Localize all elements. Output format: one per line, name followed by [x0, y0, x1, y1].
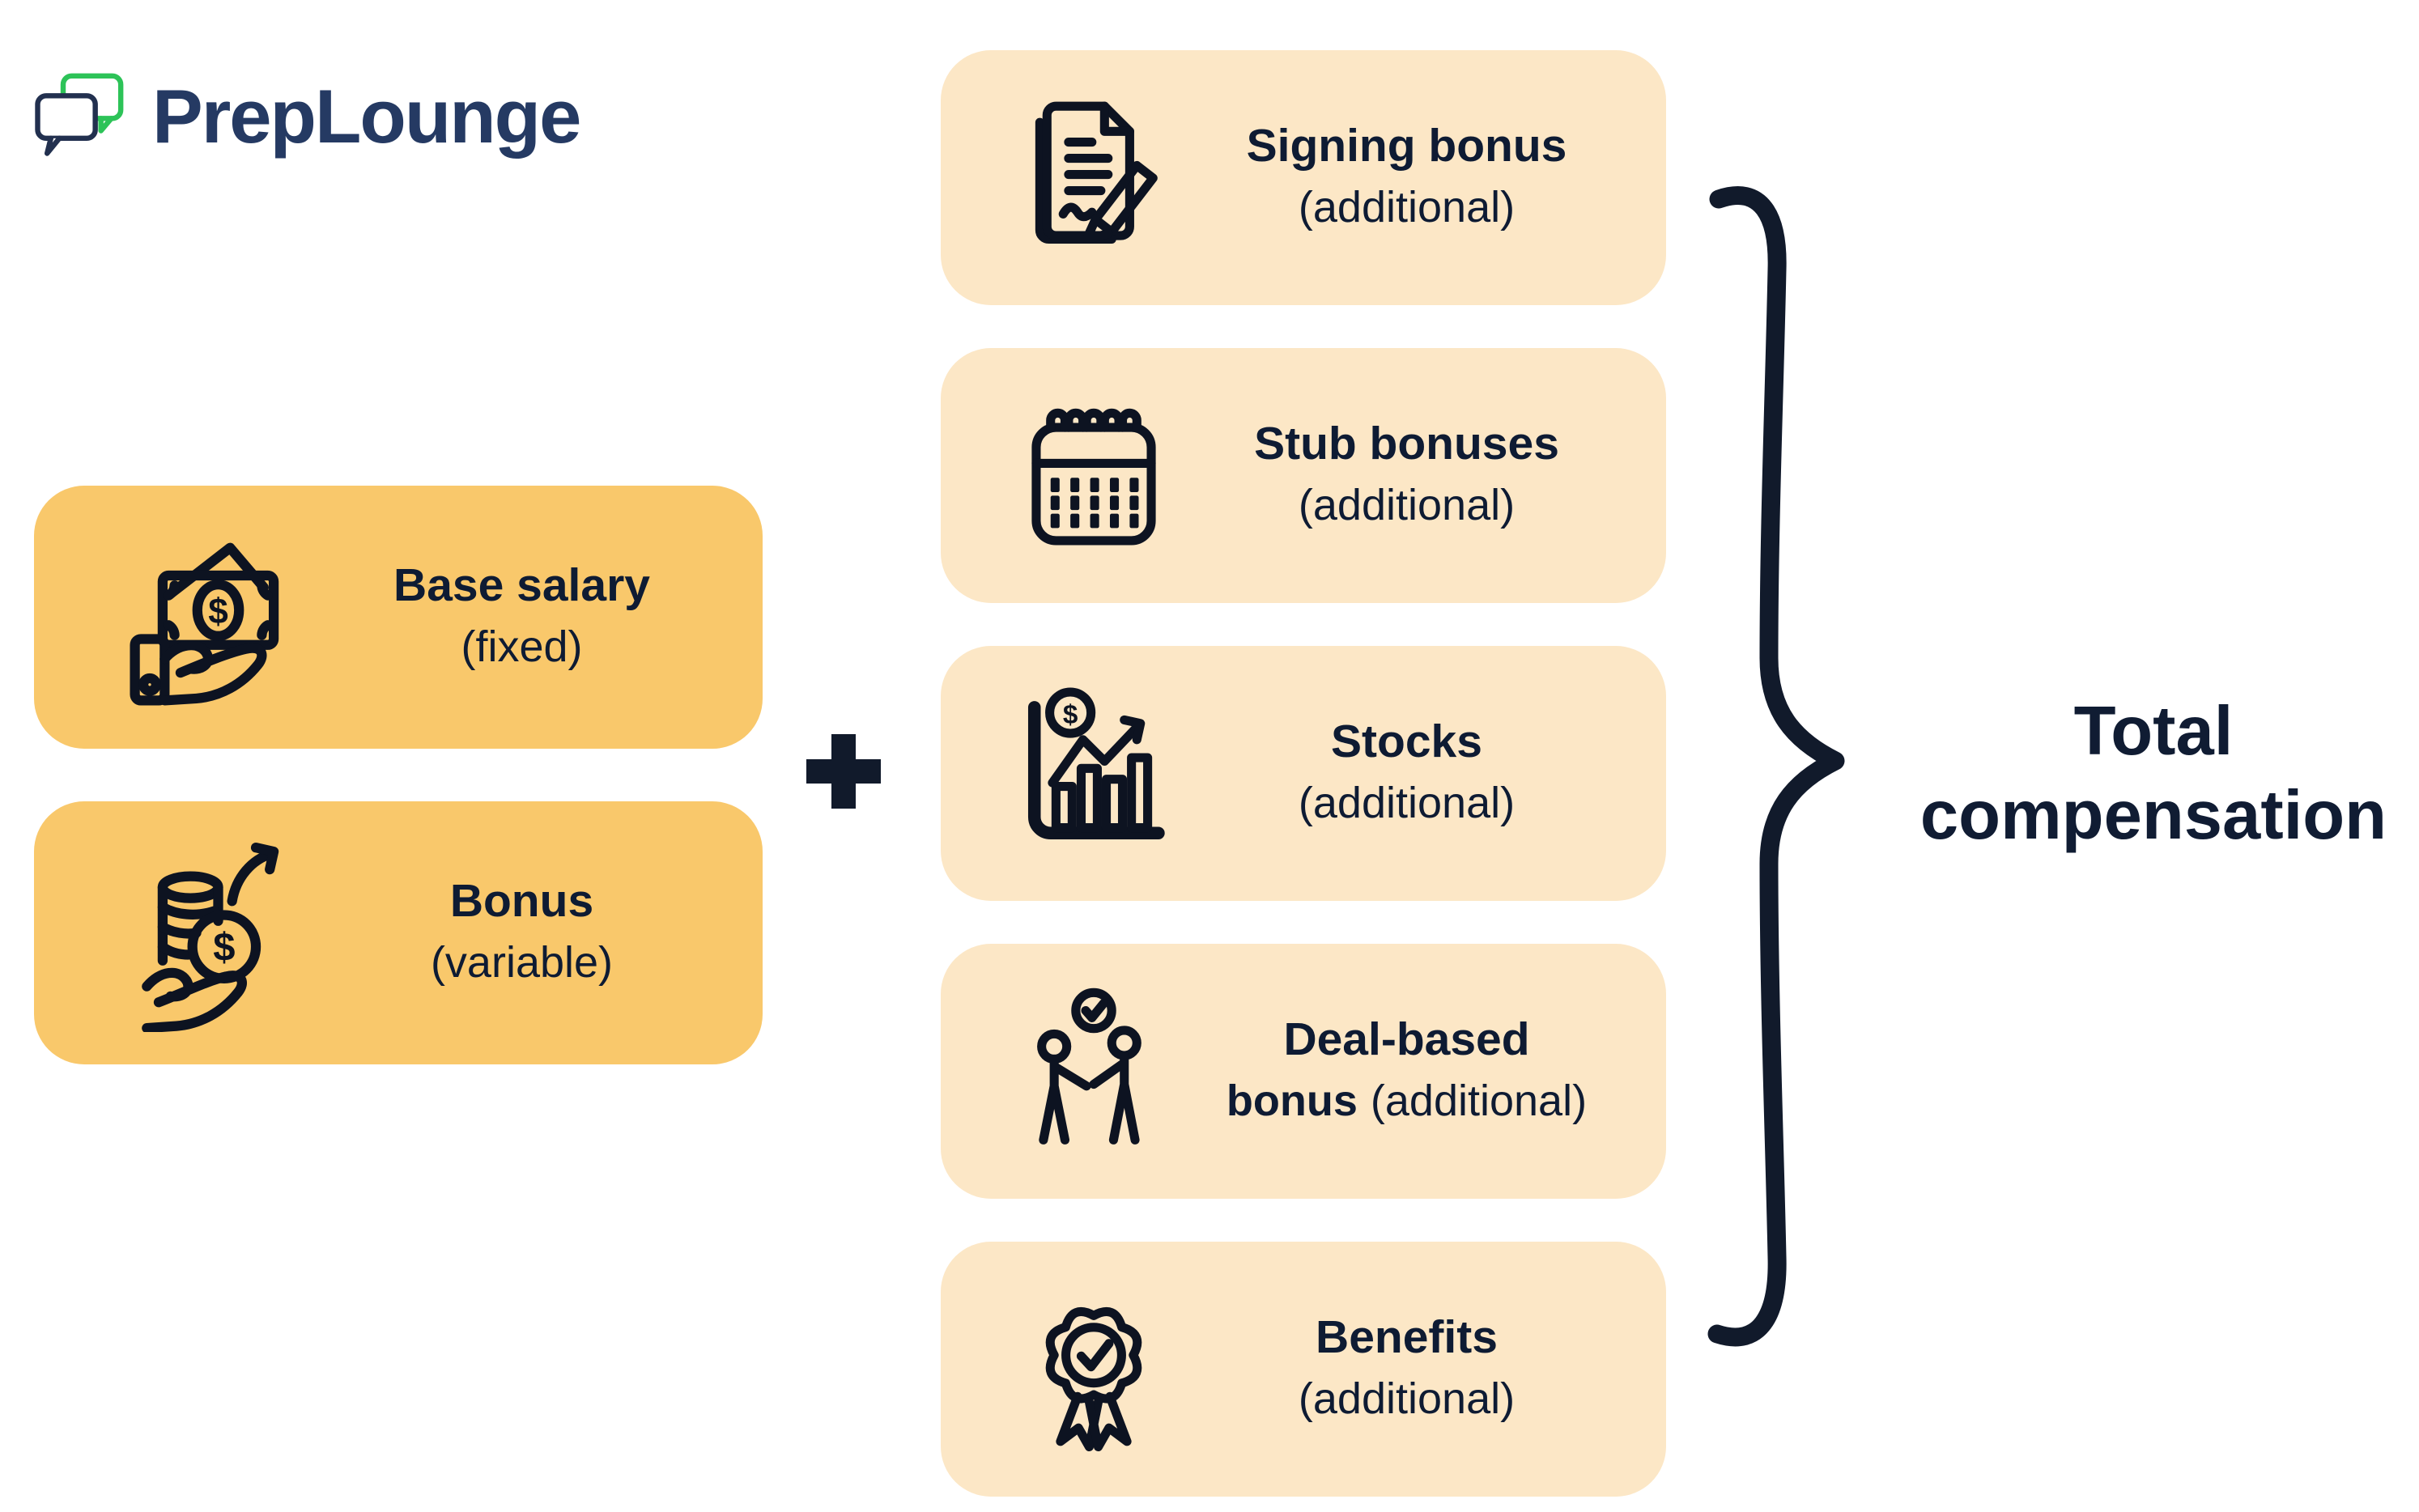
card-title: Stocks [1331, 716, 1482, 768]
card-text: Benefits (additional) [1184, 1307, 1666, 1430]
card-benefits: Benefits (additional) [941, 1242, 1666, 1497]
card-text: Stocks (additional) [1184, 711, 1666, 835]
card-base-salary: $ Base salary (fixed) [34, 486, 763, 749]
brand-name: PrepLounge [152, 74, 581, 159]
award-ribbon-icon [1004, 1280, 1184, 1459]
card-title-continued: bonus [1226, 1077, 1358, 1126]
card-bonus: $ Bonus (variable) [34, 801, 763, 1064]
card-text: Signing bonus (additional) [1184, 116, 1666, 239]
money-hand-icon: $ [119, 518, 317, 716]
card-stocks: $ Stocks (additional) [941, 646, 1666, 901]
card-subtitle-text: (additional) [1370, 1077, 1588, 1126]
calendar-icon [1004, 386, 1184, 566]
speech-bubbles-icon [35, 73, 124, 156]
card-title: Bonus [449, 875, 594, 928]
svg-text:$: $ [1063, 699, 1078, 729]
card-text: Stub bonuses (additional) [1184, 414, 1666, 537]
card-title: Signing bonus [1246, 120, 1567, 172]
svg-text:$: $ [213, 926, 235, 970]
total-line1: Total [2073, 693, 2234, 770]
card-subtitle: (additional) [1298, 183, 1516, 232]
card-title: Benefits [1316, 1311, 1498, 1364]
card-subtitle: (variable) [430, 938, 614, 987]
card-subtitle: (additional) [1298, 481, 1516, 530]
card-title: Deal-based [1283, 1013, 1530, 1066]
card-subtitle: bonus(additional) [1184, 1069, 1630, 1132]
total-line2: compensation [1919, 776, 2387, 854]
curly-brace [1707, 186, 1845, 1347]
card-subtitle: (fixed) [461, 622, 583, 672]
card-text: Bonus (variable) [317, 871, 763, 994]
contract-pen-icon [1004, 88, 1184, 268]
card-subtitle: (additional) [1298, 1374, 1516, 1424]
card-deal-based-bonus: Deal-based bonus(additional) [941, 944, 1666, 1199]
card-subtitle: (additional) [1298, 779, 1516, 828]
card-stub-bonuses: Stub bonuses (additional) [941, 348, 1666, 603]
brand-logo: PrepLounge [32, 71, 581, 162]
stock-chart-icon: $ [1004, 684, 1184, 864]
total-compensation-label: Total compensation [1886, 690, 2419, 857]
card-title: Stub bonuses [1254, 418, 1559, 470]
handshake-check-icon [1004, 982, 1184, 1162]
plus-icon: + [806, 734, 881, 809]
card-text: Base salary (fixed) [317, 555, 763, 678]
card-title: Base salary [393, 559, 650, 612]
card-signing-bonus: Signing bonus (additional) [941, 50, 1666, 305]
card-text: Deal-based bonus(additional) [1184, 1009, 1666, 1132]
svg-text:$: $ [208, 592, 228, 631]
coins-growth-hand-icon: $ [119, 834, 317, 1032]
